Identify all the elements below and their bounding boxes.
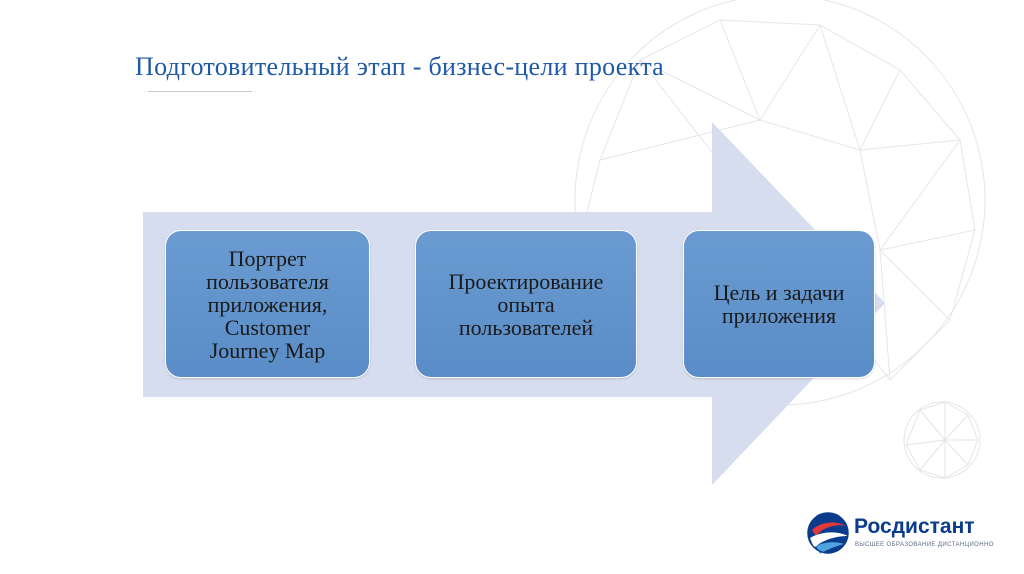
title-underline — [148, 91, 252, 92]
step-label: Цель и задачи приложения — [713, 280, 845, 328]
step-box-app-goals: Цель и задачи приложения — [683, 230, 875, 378]
step-label: Проектирование опыта пользователей — [448, 268, 604, 340]
slide-title: Подготовительный этап - бизнес-цели прое… — [135, 52, 665, 81]
step-box-experience-design: Проектирование опыта пользователей — [415, 230, 637, 378]
logo-globe-icon — [807, 512, 849, 554]
step-label: Портрет пользователя приложения, Custome… — [206, 245, 329, 363]
rosdistant-logo: Росдистант ВЫСШЕЕ ОБРАЗОВАНИЕ ДИСТАНЦИОН… — [806, 508, 1001, 558]
logo-name: Росдистант — [854, 515, 975, 538]
logo-tagline: ВЫСШЕЕ ОБРАЗОВАНИЕ ДИСТАНЦИОННО — [855, 542, 994, 548]
step-box-user-portrait: Портрет пользователя приложения, Custome… — [165, 230, 370, 378]
